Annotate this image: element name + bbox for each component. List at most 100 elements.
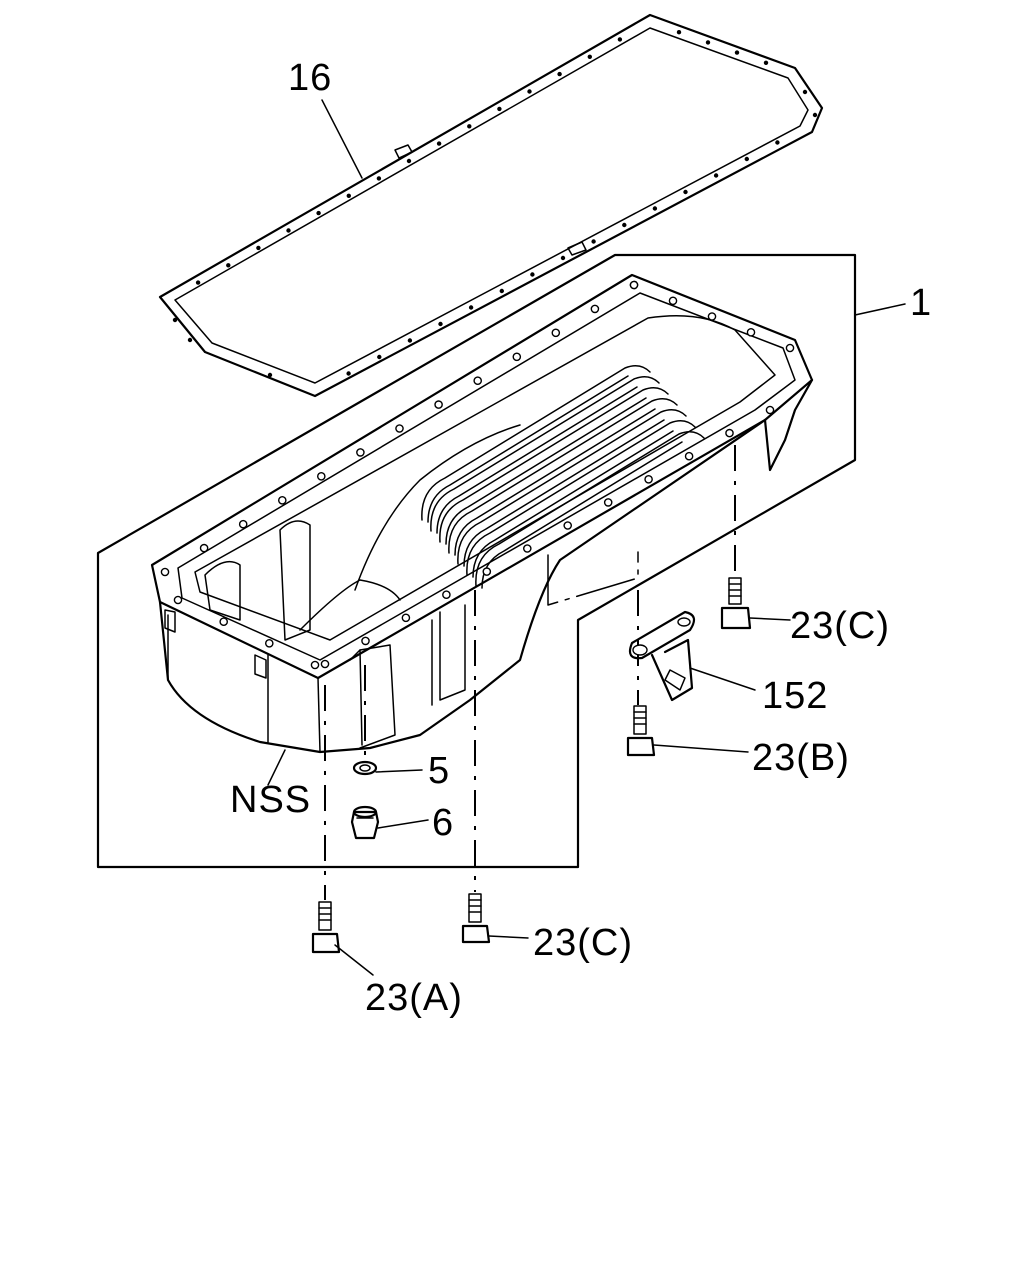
windage-rib xyxy=(421,365,651,521)
bracket-reference-line xyxy=(547,551,639,606)
gasket-bolt-hole xyxy=(377,354,382,360)
flange-bolt-hole xyxy=(264,639,274,648)
gasket-bolt-hole xyxy=(802,89,808,95)
flange-bolt-hole xyxy=(629,280,639,290)
callout-1: 1 xyxy=(910,282,932,324)
gasket-bolt-hole xyxy=(499,288,504,294)
gasket-bolt-hole xyxy=(812,112,818,118)
gasket-bolt-hole xyxy=(744,156,749,162)
flange-bolt-hole xyxy=(785,343,795,353)
gasket-bolt-hole xyxy=(530,272,535,277)
windage-rib xyxy=(448,398,678,554)
flange-bolt-hole xyxy=(644,474,653,484)
washer-5 xyxy=(352,760,378,776)
oil-pan-gasket xyxy=(158,13,824,398)
flange-bolt-hole xyxy=(563,521,573,530)
flange-bolt-hole xyxy=(603,498,613,507)
gasket-bolt-hole xyxy=(286,228,291,233)
gasket-bolt-hole xyxy=(527,89,532,94)
gasket-bolt-hole xyxy=(676,30,682,35)
gasket-bolt-hole xyxy=(187,337,193,343)
gasket-bolt-hole xyxy=(226,263,231,268)
gasket-bolt-hole xyxy=(406,158,412,164)
gasket-bolt-hole xyxy=(256,245,261,251)
gasket-bolt-hole xyxy=(622,222,627,228)
drain-plug-6 xyxy=(350,805,380,840)
windage-rib-edge xyxy=(445,397,647,545)
flange-bolt-hole xyxy=(482,567,492,576)
flange-bolt-hole xyxy=(684,451,694,461)
gasket-bolt-hole xyxy=(172,317,178,323)
gasket-bolt-hole xyxy=(763,60,769,65)
windage-rib-edge xyxy=(436,386,638,534)
bolt-23a xyxy=(311,901,341,954)
flange-bolt-hole xyxy=(765,405,775,415)
gasket-bolt-hole xyxy=(591,239,596,244)
gasket-bolt-hole xyxy=(652,206,658,211)
gasket-bolt-hole xyxy=(617,37,623,42)
callout-16: 16 xyxy=(288,57,332,99)
gasket-bolt-hole xyxy=(195,280,201,285)
flange-bolt-hole xyxy=(512,352,522,362)
callout-23b: 23(B) xyxy=(752,737,850,779)
gasket-bolt-hole xyxy=(376,176,382,181)
windage-rib-edge xyxy=(481,441,683,589)
gasket-bolt-hole xyxy=(775,140,780,145)
bracket-152 xyxy=(628,610,696,702)
gasket-bolt-hole xyxy=(734,50,740,55)
flange-bolt-hole xyxy=(668,296,678,306)
oil-pan xyxy=(150,273,814,754)
gasket-bolt-hole xyxy=(346,371,351,376)
gasket-bolt-hole xyxy=(713,173,719,178)
windage-rib xyxy=(475,431,705,587)
flange-bolt-hole xyxy=(316,471,326,481)
flange-bolt-hole xyxy=(238,519,248,529)
flange-bolt-hole xyxy=(320,659,330,669)
callout-23c-center: 23(C) xyxy=(533,922,633,964)
callout-152: 152 xyxy=(762,675,828,717)
callout-23c-right: 23(C) xyxy=(790,605,890,647)
flange-bolt-hole xyxy=(356,448,365,457)
gasket-bolt-hole xyxy=(438,321,443,327)
flange-bolt-hole xyxy=(219,617,228,627)
gasket-bolt-hole xyxy=(497,106,502,112)
gasket-bolt-hole xyxy=(316,210,321,216)
flange-bolt-hole xyxy=(590,304,600,314)
flange-bolt-hole xyxy=(160,567,170,577)
gasket-bolt-hole xyxy=(587,54,592,59)
gasket-bolt-hole xyxy=(346,193,351,198)
windage-rib-edge xyxy=(463,419,665,567)
flange-bolt-hole xyxy=(434,400,443,409)
flange-bolt-hole xyxy=(173,595,183,605)
windage-rib-edge xyxy=(454,408,656,556)
bolt-23c-center xyxy=(461,893,491,944)
flange-bolt-hole xyxy=(523,544,532,553)
windage-rib xyxy=(430,376,660,532)
gasket-bolt-hole xyxy=(557,71,562,77)
flange-bolt-hole xyxy=(199,543,209,553)
callout-6: 6 xyxy=(432,802,454,844)
gasket-bolt-hole xyxy=(436,141,442,146)
windage-rib xyxy=(439,387,669,543)
flange-bolt-hole xyxy=(277,495,287,505)
gasket-bolt-hole xyxy=(267,372,273,378)
flange-bolt-hole xyxy=(725,428,734,438)
gasket-bolt-hole xyxy=(467,124,472,129)
flange-bolt-hole xyxy=(707,312,717,321)
flange-bolt-hole xyxy=(401,613,411,623)
gasket-bolt-hole xyxy=(468,305,474,310)
leader-lines xyxy=(267,99,906,976)
gasket-bolt-hole xyxy=(560,255,566,261)
windage-rib xyxy=(466,420,696,576)
windage-rib-edge xyxy=(427,375,629,523)
flange-bolt-hole xyxy=(473,376,483,386)
flange-bolt-hole xyxy=(395,424,404,433)
callout-nss: NSS xyxy=(230,779,311,821)
windage-rib-edge xyxy=(472,430,674,578)
flange-bolt-hole xyxy=(746,327,756,337)
gasket-bolt-hole xyxy=(407,338,413,343)
flange-bolt-hole xyxy=(310,660,320,670)
callout-5: 5 xyxy=(428,750,450,792)
windage-rib xyxy=(457,409,687,565)
